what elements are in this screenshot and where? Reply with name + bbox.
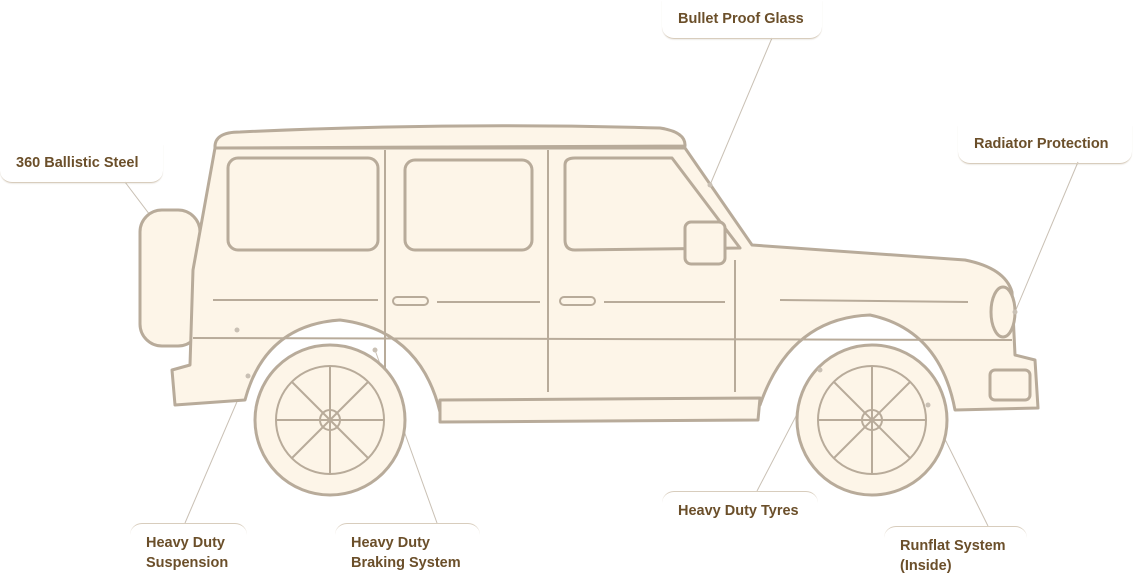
label-braking: Heavy Duty Braking System [335, 523, 480, 582]
label-line: Braking System [351, 555, 461, 571]
label-ballistic-steel: 360 Ballistic Steel [0, 144, 163, 183]
leader-line-radiator [1014, 161, 1079, 313]
car-body [170, 146, 1040, 414]
middle-window [403, 158, 534, 252]
rear-wheel [253, 343, 407, 497]
label-suspension: Heavy Duty Suspension [130, 523, 247, 582]
label-line: Runflat System [900, 538, 1006, 554]
label-line: Heavy Duty [351, 535, 430, 551]
label-bullet-proof-glass: Bullet Proof Glass [662, 0, 822, 39]
front-wheel [795, 343, 949, 497]
label-tyres: Heavy Duty Tyres [662, 491, 818, 530]
label-radiator-protection: Radiator Protection [958, 125, 1132, 164]
label-line: Suspension [146, 555, 229, 571]
label-runflat: Runflat System (Inside) [884, 526, 1027, 585]
car-roof [213, 124, 687, 150]
rear-window [226, 156, 380, 252]
mirror [683, 220, 727, 266]
label-line: Heavy Duty [146, 535, 225, 551]
fog-light [988, 368, 1032, 402]
headlight [989, 285, 1017, 339]
leader-line-glass [709, 37, 773, 186]
label-line: (Inside) [900, 558, 952, 574]
running-board [438, 396, 762, 424]
